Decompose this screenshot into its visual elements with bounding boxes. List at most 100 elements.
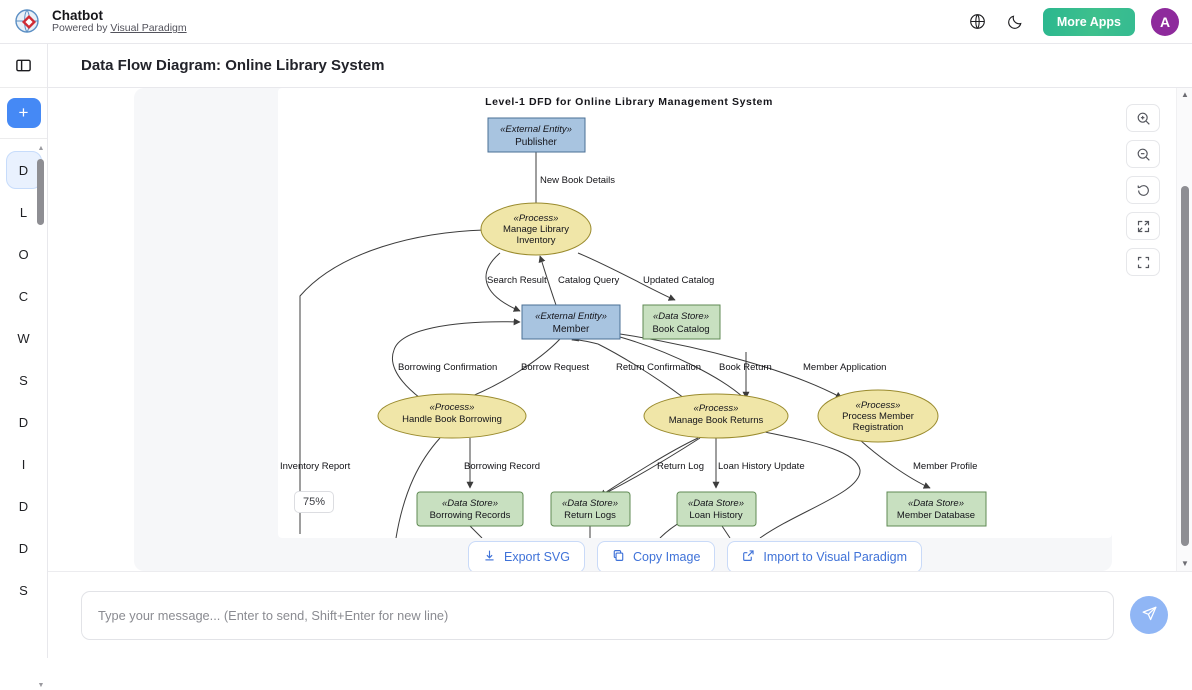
- node-borrowing-stereotype: «Process»: [430, 402, 475, 413]
- edge-lh-down: [721, 525, 731, 538]
- sidebar-item-s-1[interactable]: S: [19, 372, 28, 388]
- edge-borrowing-confirm-2: [393, 318, 521, 351]
- scroll-up-arrow[interactable]: ▲: [1181, 90, 1189, 99]
- node-publisher-stereotype: «External Entity»: [500, 124, 572, 135]
- node-registration-label-1: Process Member: [842, 411, 914, 422]
- conversation-body: Level-1 DFD for Online Library Managemen…: [48, 88, 1192, 571]
- sidebar-item-d-1[interactable]: D: [5, 151, 42, 189]
- edge-inventory-report: [299, 229, 485, 534]
- edge-label-layer: New Book Details Search Result Catalog Q…: [280, 175, 977, 472]
- fullscreen-icon[interactable]: [1126, 248, 1160, 276]
- edge-label-return-confirmation: Return Confirmation: [616, 362, 701, 373]
- node-book-catalog-label: Book Catalog: [652, 324, 709, 335]
- conversation-list: D L O C W S D I D D S ▲ ▼: [0, 139, 47, 689]
- sidebar-item-d-2[interactable]: D: [18, 414, 29, 430]
- node-member-database[interactable]: «Data Store» Member Database: [886, 491, 987, 527]
- node-returns-stereotype: «Process»: [694, 403, 739, 414]
- sidebar-item-s-2[interactable]: S: [19, 582, 28, 598]
- sidebar-item-i[interactable]: I: [21, 456, 26, 472]
- node-registration-stereotype: «Process»: [856, 400, 901, 411]
- edge-return-log: [599, 437, 699, 497]
- message-input[interactable]: [81, 590, 1114, 640]
- moon-icon[interactable]: [1005, 11, 1027, 33]
- node-loan-history[interactable]: «Data Store» Loan History: [676, 491, 757, 527]
- sidebar-scrollbar[interactable]: ▲ ▼: [37, 145, 45, 690]
- edge-label-borrow-request: Borrow Request: [521, 362, 589, 373]
- more-apps-button[interactable]: More Apps: [1042, 7, 1135, 36]
- edge-return-confirm-2: [571, 334, 599, 345]
- sidebar-item-c[interactable]: C: [18, 288, 29, 304]
- export-svg-label: Export SVG: [504, 550, 570, 564]
- edge-borrowing-confirmation: [391, 349, 421, 399]
- edge-label-borrowing-confirmation: Borrowing Confirmation: [398, 362, 497, 373]
- node-manage-book-returns[interactable]: «Process» Manage Book Returns: [643, 393, 789, 439]
- fit-screen-icon[interactable]: [1126, 212, 1160, 240]
- download-icon: [483, 549, 496, 565]
- avatar[interactable]: A: [1151, 7, 1179, 36]
- node-loan-history-label: Loan History: [689, 510, 743, 521]
- edge-label-borrowing-record: Borrowing Record: [464, 461, 540, 472]
- edge-label-inventory-report: Inventory Report: [280, 461, 351, 472]
- node-handle-book-borrowing[interactable]: «Process» Handle Book Borrowing: [377, 393, 527, 439]
- export-svg-button[interactable]: Export SVG: [468, 541, 585, 571]
- diagram-action-bar: Export SVG Copy Image Import to Visua: [278, 541, 1112, 571]
- node-inventory-stereotype: «Process»: [514, 213, 559, 224]
- scroll-thumb[interactable]: [1181, 186, 1189, 546]
- app-header: Chatbot Powered by Visual Paradigm More …: [0, 0, 1192, 44]
- globe-icon[interactable]: [967, 11, 989, 33]
- scroll-down-arrow[interactable]: ▼: [1181, 559, 1189, 568]
- node-borrowing-records-label: Borrowing Records: [430, 510, 511, 521]
- edge-label-member-profile: Member Profile: [913, 461, 977, 472]
- node-publisher-label: Publisher: [515, 137, 557, 148]
- visual-paradigm-link[interactable]: Visual Paradigm: [110, 22, 187, 35]
- node-borrowing-records[interactable]: «Data Store» Borrowing Records: [416, 491, 524, 527]
- sidebar-item-d-3[interactable]: D: [18, 498, 29, 514]
- node-member-label: Member: [553, 324, 590, 335]
- sidebar-scroll-thumb[interactable]: [37, 159, 44, 225]
- import-label: Import to Visual Paradigm: [763, 550, 907, 564]
- sidebar-scroll-down-arrow[interactable]: ▼: [37, 682, 45, 689]
- node-return-logs[interactable]: «Data Store» Return Logs: [550, 491, 631, 527]
- node-member[interactable]: «External Entity» Member: [521, 304, 621, 340]
- conversation-scrollbar[interactable]: ▲ ▼: [1176, 88, 1192, 571]
- import-to-visual-paradigm-button[interactable]: Import to Visual Paradigm: [727, 541, 922, 571]
- zoom-in-icon[interactable]: [1126, 104, 1160, 132]
- sidebar-scroll-up-arrow[interactable]: ▲: [37, 145, 45, 152]
- edge-label-search-result: Search Result: [487, 275, 547, 286]
- node-returns-label: Manage Book Returns: [669, 415, 764, 426]
- panel-toggle-icon[interactable]: [0, 44, 47, 88]
- node-registration-label-2: Registration: [853, 422, 904, 433]
- brand: Chatbot Powered by Visual Paradigm: [0, 8, 187, 36]
- send-button[interactable]: [1130, 596, 1168, 634]
- node-loan-history-stereotype: «Data Store»: [688, 498, 744, 509]
- powered-by-prefix: Powered by: [52, 22, 111, 35]
- zoom-out-icon[interactable]: [1126, 140, 1160, 168]
- edge-borrowing-left: [395, 437, 441, 538]
- node-return-logs-stereotype: «Data Store»: [562, 498, 618, 509]
- node-publisher[interactable]: «External Entity» Publisher: [487, 117, 586, 153]
- dfd-diagram-canvas[interactable]: Level-1 DFD for Online Library Managemen…: [278, 88, 1112, 538]
- copy-image-label: Copy Image: [633, 550, 701, 564]
- edge-br-down: [469, 525, 483, 538]
- send-paper-plane-icon: [1141, 605, 1158, 625]
- edge-label-book-return: Book Return: [719, 362, 772, 373]
- sidebar-item-o[interactable]: O: [18, 246, 29, 262]
- sidebar-item-d-4[interactable]: D: [18, 540, 29, 556]
- sidebar-item-w[interactable]: W: [17, 330, 30, 346]
- copy-image-button[interactable]: Copy Image: [597, 541, 716, 571]
- edge-updated-catalog: [577, 252, 676, 301]
- edge-return-confirmation: [597, 343, 685, 399]
- edge-search-result: [485, 252, 521, 312]
- page-title: Data Flow Diagram: Online Library System: [81, 57, 385, 74]
- node-inventory-label-2: Inventory: [516, 235, 555, 246]
- edge-label-member-application: Member Application: [803, 362, 886, 373]
- new-chat-button[interactable]: +: [6, 98, 41, 128]
- sidebar-item-l[interactable]: L: [19, 204, 28, 220]
- reset-view-icon[interactable]: [1126, 176, 1160, 204]
- node-process-member-registration[interactable]: «Process» Process Member Registration: [817, 389, 939, 443]
- node-manage-library-inventory[interactable]: «Process» Manage Library Inventory: [480, 202, 592, 256]
- node-return-logs-label: Return Logs: [564, 510, 616, 521]
- diagram-view-tools: [1126, 104, 1160, 276]
- node-book-catalog[interactable]: «Data Store» Book Catalog: [642, 304, 721, 340]
- zoom-level-badge: 75%: [294, 491, 334, 513]
